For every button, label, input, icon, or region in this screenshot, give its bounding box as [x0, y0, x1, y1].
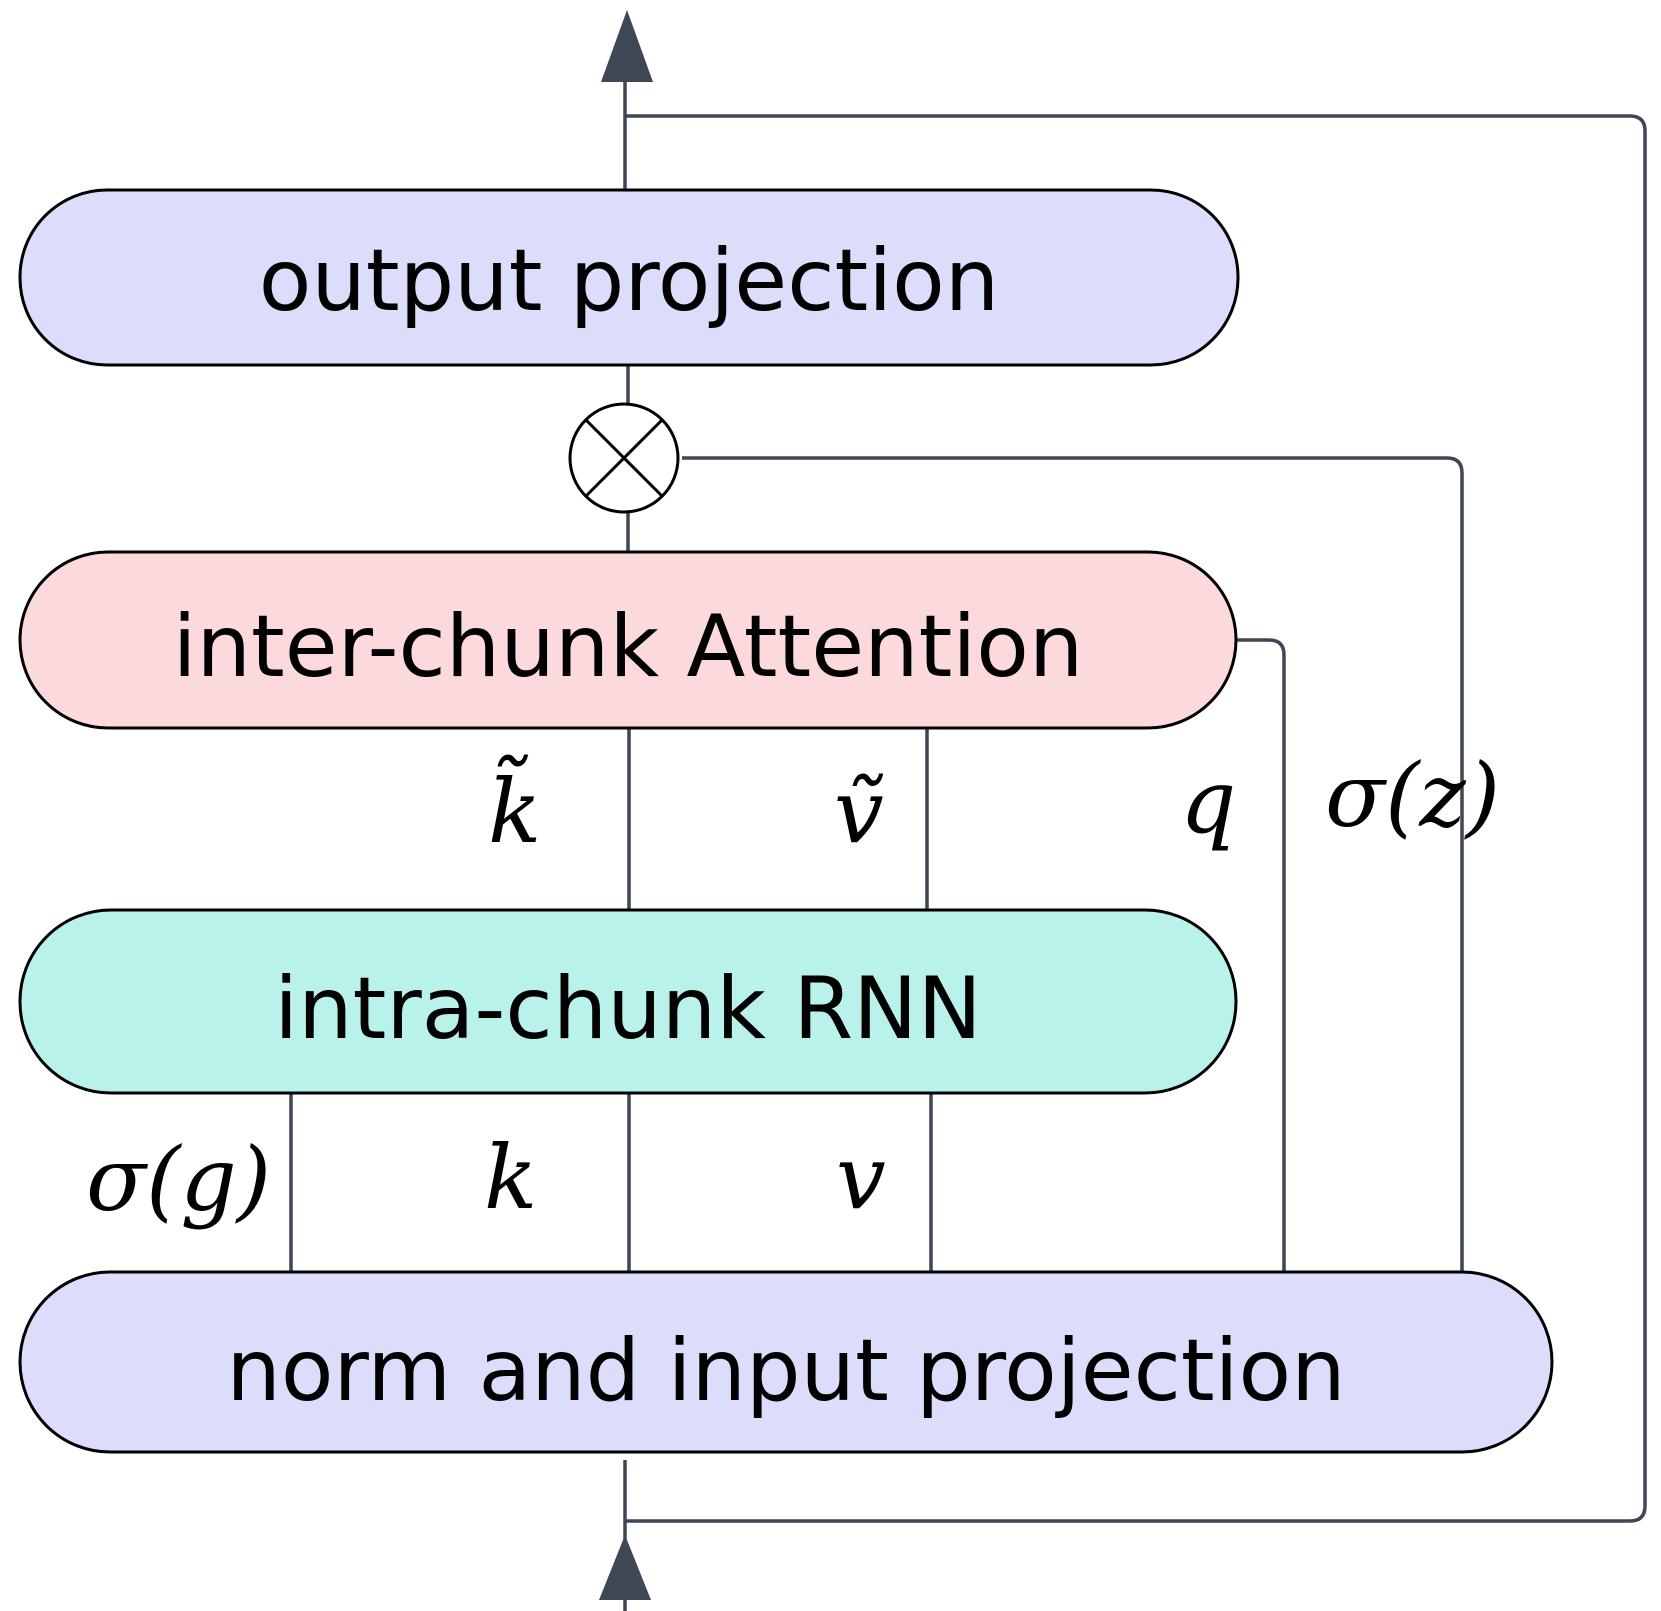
output-projection-box	[18, 188, 1240, 367]
residual-connection	[625, 114, 1647, 1523]
intra-chunk-rnn-label: intra-chunk RNN	[274, 959, 982, 1059]
sigma-z-label: σ(z)	[1325, 744, 1500, 847]
norm-input-projection-box	[18, 1270, 1554, 1454]
inter-chunk-attention-box	[18, 550, 1238, 730]
norm-input-projection-block: norm and input projection	[18, 1270, 1554, 1454]
q-label: q	[1180, 750, 1236, 853]
arrow-up-icon	[599, 1535, 651, 1600]
k-label: k	[484, 1126, 537, 1229]
v-tilde-label: ṽ	[834, 760, 884, 863]
sigma-g-label: σ(g)	[86, 1128, 271, 1231]
intra-chunk-rnn-block: intra-chunk RNN	[18, 908, 1238, 1095]
arrow-up-icon	[601, 10, 653, 82]
output-projection-block: output projection	[18, 188, 1240, 367]
sigma-z-wire	[682, 456, 1464, 1272]
intra-chunk-rnn-box	[18, 908, 1238, 1095]
q-wire	[1236, 638, 1286, 1272]
output-projection-label: output projection	[259, 231, 1000, 331]
norm-input-projection-label: norm and input projection	[226, 1321, 1345, 1421]
multiply-circle-icon	[568, 402, 680, 514]
k-tilde-label: k̃	[488, 755, 541, 863]
inter-chunk-attention-label: inter-chunk Attention	[173, 597, 1084, 697]
inter-chunk-attention-block: inter-chunk Attention	[18, 550, 1238, 730]
v-label: v	[836, 1126, 886, 1229]
